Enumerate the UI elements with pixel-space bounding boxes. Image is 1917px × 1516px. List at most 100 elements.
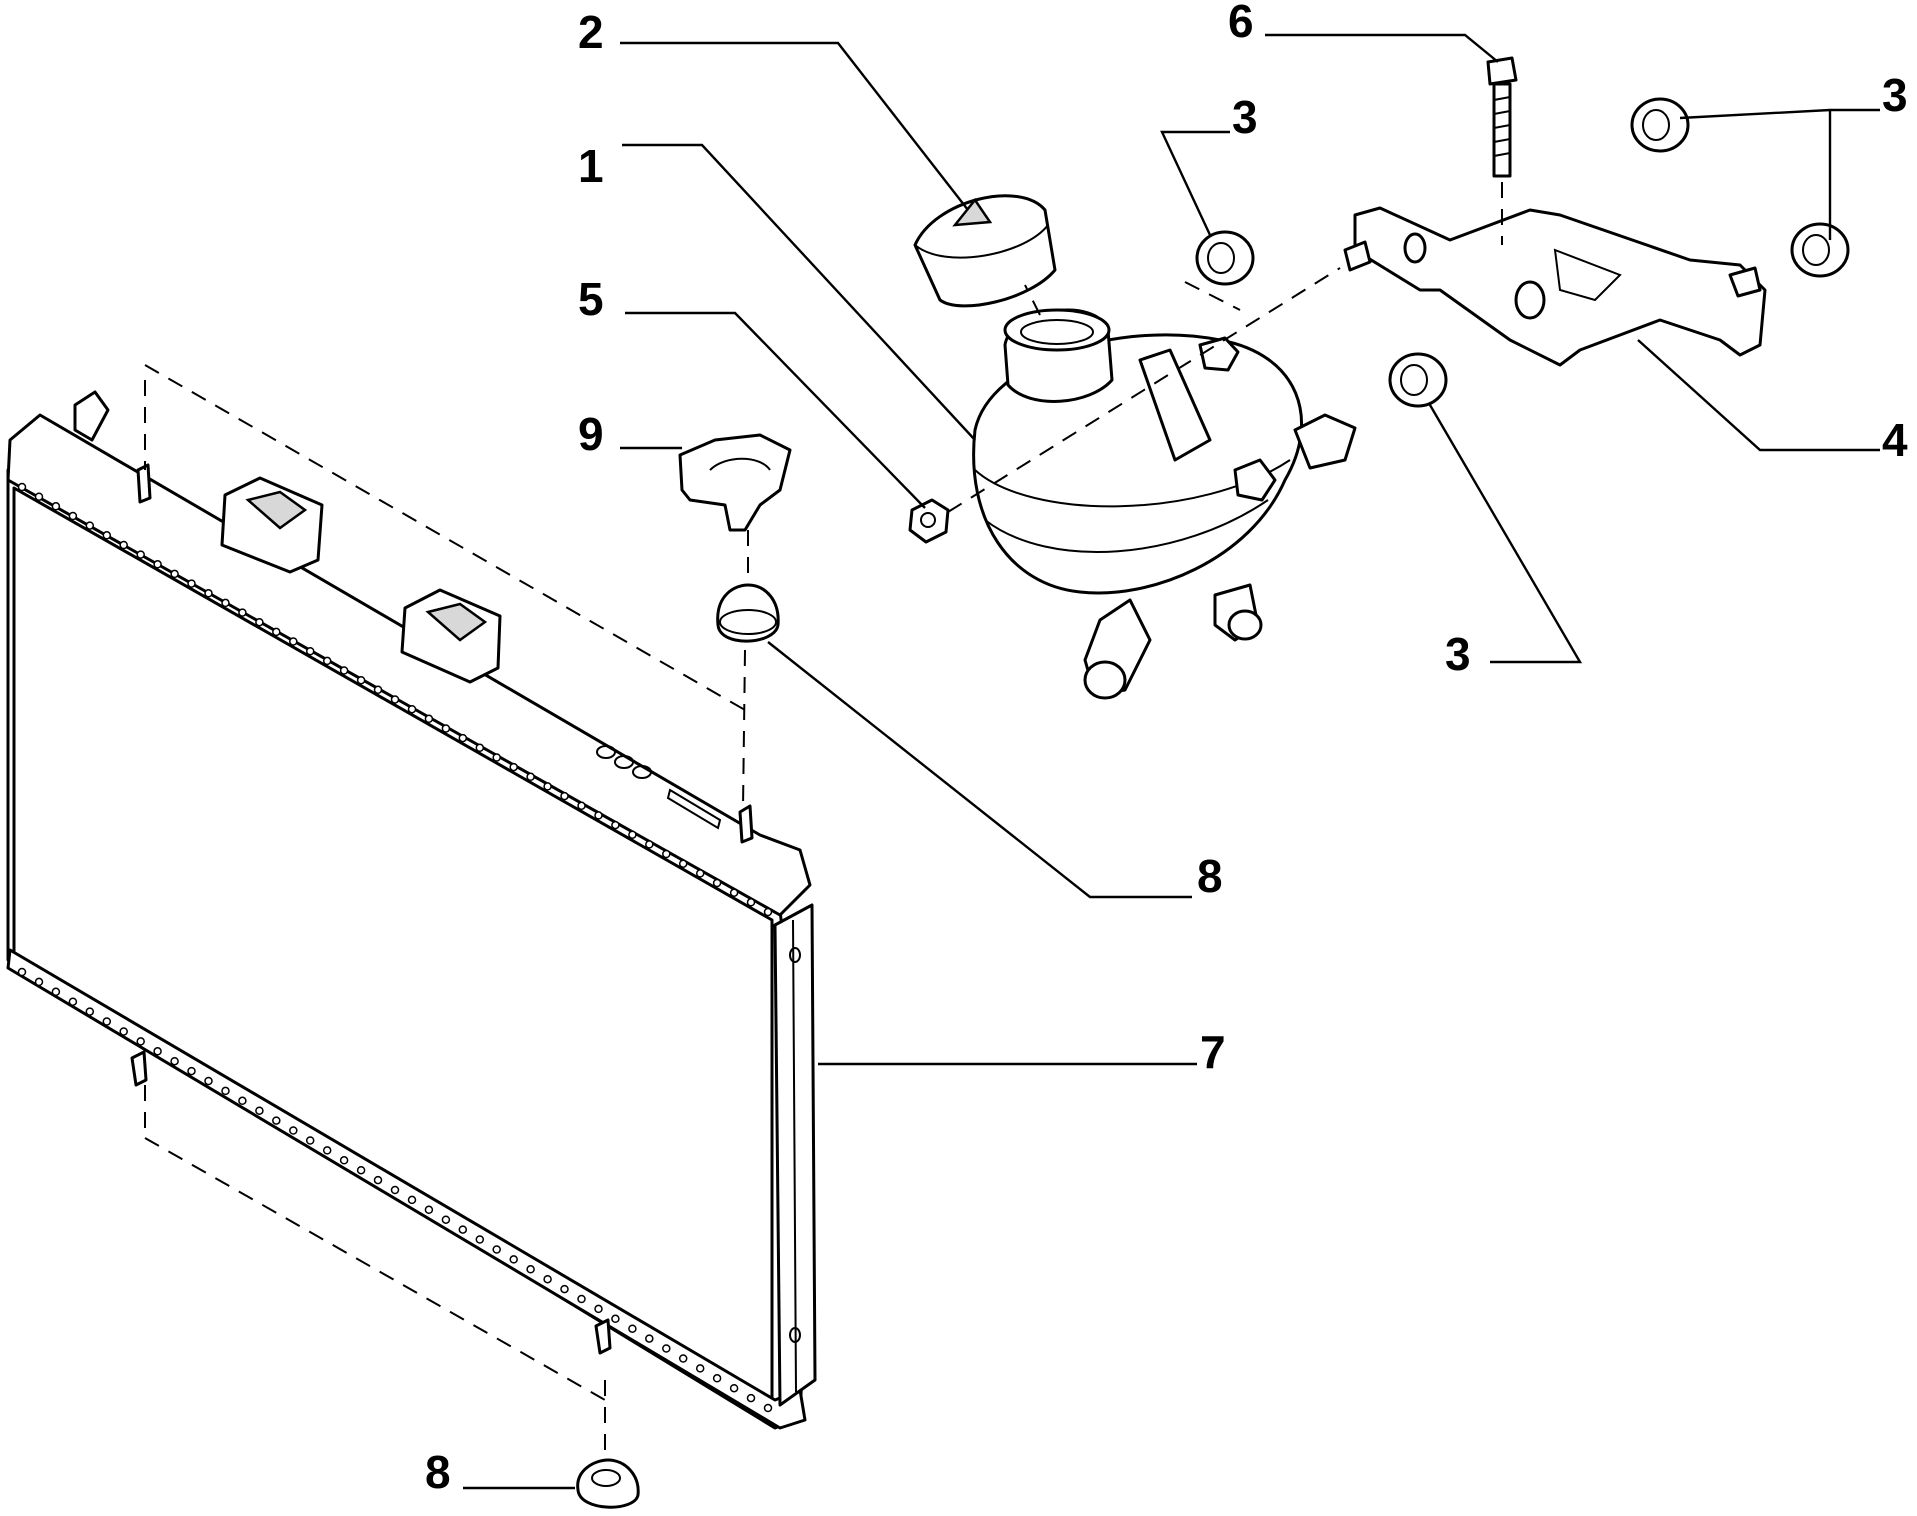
tank-rivet bbox=[356, 1165, 366, 1175]
tank-rivet bbox=[662, 849, 671, 859]
tank-rivet bbox=[85, 521, 95, 530]
clip bbox=[678, 433, 792, 532]
tank-rivet bbox=[458, 733, 468, 743]
leader-lines bbox=[463, 33, 1880, 1490]
tank-rivet bbox=[136, 550, 145, 559]
tank-rivet bbox=[594, 1304, 603, 1314]
tank-rivet bbox=[577, 1294, 586, 1304]
tank-rivet bbox=[221, 1086, 230, 1096]
tank-rivet bbox=[577, 801, 586, 811]
tank-rivet bbox=[645, 1334, 654, 1343]
tank-rivet bbox=[611, 820, 620, 830]
tank-rivet bbox=[509, 1255, 518, 1264]
tank-rivet bbox=[746, 1393, 756, 1403]
tank-rivet bbox=[51, 987, 61, 997]
grommet-top-right-b bbox=[1790, 222, 1850, 278]
tank-rivet bbox=[272, 627, 281, 637]
tank-rivet bbox=[628, 830, 637, 839]
tank-rivet bbox=[492, 1245, 501, 1254]
tank-rivet bbox=[729, 1383, 739, 1393]
tank-rivet bbox=[662, 1344, 671, 1353]
tank-rivet bbox=[763, 907, 773, 917]
tank-rivet bbox=[407, 1195, 417, 1205]
tank-rivet bbox=[373, 685, 383, 695]
tank-rivet bbox=[695, 869, 705, 878]
tank-rivet bbox=[729, 888, 739, 897]
tank-rivet bbox=[238, 608, 247, 617]
tank-rivet bbox=[34, 492, 44, 501]
tank-rivet bbox=[238, 1096, 247, 1106]
tank-rivet bbox=[85, 1007, 95, 1016]
tank-rivet bbox=[746, 898, 756, 907]
callout-8-lower: 8 bbox=[425, 1446, 451, 1498]
tank-rivet bbox=[102, 1017, 112, 1026]
tank-rivet bbox=[187, 579, 196, 588]
assembly-lines bbox=[144, 182, 1503, 1455]
callout-4: 4 bbox=[1882, 414, 1908, 466]
tank-rivet bbox=[305, 1136, 315, 1145]
tank-rivet bbox=[170, 1056, 179, 1066]
tank-rivet bbox=[136, 1037, 145, 1046]
tank-rivet bbox=[17, 967, 27, 977]
tank-rivet bbox=[322, 1146, 332, 1155]
tank-rivet bbox=[255, 617, 264, 627]
tank-rivet bbox=[441, 724, 451, 733]
filler-cap bbox=[913, 194, 1057, 308]
tank-rivet bbox=[695, 1364, 705, 1373]
rubber-mount-lower bbox=[576, 1458, 640, 1509]
tank-rivet bbox=[373, 1175, 383, 1185]
expansion-tank bbox=[972, 308, 1357, 700]
tank-rivet bbox=[356, 675, 366, 685]
tank-rivet bbox=[305, 646, 315, 656]
tank-rivet bbox=[34, 977, 44, 987]
callout-3-middle: 3 bbox=[1445, 628, 1471, 680]
callout-1: 1 bbox=[578, 140, 604, 192]
radiator bbox=[6, 390, 817, 1430]
callout-3-top-right: 3 bbox=[1882, 69, 1908, 121]
tank-rivet bbox=[68, 997, 78, 1006]
callout-2: 2 bbox=[578, 6, 604, 58]
callout-5: 5 bbox=[578, 273, 604, 325]
tank-rivet bbox=[712, 1374, 722, 1383]
tank-rivet bbox=[560, 1284, 569, 1294]
tank-rivet bbox=[119, 1027, 128, 1036]
tank-rivet bbox=[475, 743, 485, 753]
tank-rivet bbox=[475, 1235, 485, 1244]
tank-rivet bbox=[339, 666, 349, 675]
callout-6: 6 bbox=[1228, 0, 1254, 47]
tank-rivet bbox=[763, 1403, 773, 1413]
tank-rivet bbox=[170, 569, 179, 579]
tank-rivet bbox=[424, 1205, 434, 1215]
grommet-top-right-a bbox=[1630, 97, 1690, 153]
tank-rivet bbox=[526, 1265, 535, 1274]
tank-rivet bbox=[509, 762, 518, 772]
tank-rivet bbox=[153, 560, 162, 569]
tank-rivet bbox=[339, 1156, 349, 1165]
tank-rivet bbox=[187, 1066, 196, 1076]
tank-rivet bbox=[255, 1106, 264, 1115]
callout-7: 7 bbox=[1200, 1026, 1226, 1078]
callout-8-upper: 8 bbox=[1197, 850, 1223, 902]
tank-rivet bbox=[712, 878, 722, 888]
tank-rivet bbox=[204, 589, 213, 598]
tank-rivet bbox=[153, 1047, 162, 1056]
tank-rivet bbox=[526, 772, 535, 782]
bolt bbox=[1486, 56, 1518, 178]
grommet-middle-right bbox=[1388, 352, 1448, 408]
tank-rivet bbox=[560, 791, 569, 801]
tank-rivet bbox=[272, 1116, 281, 1125]
tank-rivet bbox=[594, 811, 603, 820]
tank-rivet bbox=[204, 1076, 213, 1086]
tank-rivet bbox=[611, 1314, 620, 1324]
tank-rivet bbox=[390, 695, 400, 704]
tank-rivet bbox=[322, 656, 332, 666]
callout-9: 9 bbox=[578, 408, 604, 460]
tank-rivet bbox=[628, 1324, 637, 1333]
tank-rivet bbox=[407, 704, 417, 714]
grommet-upper-left bbox=[1195, 230, 1255, 286]
tank-rivet bbox=[68, 511, 78, 521]
tank-rivet bbox=[441, 1215, 451, 1224]
tank-rivet bbox=[645, 840, 654, 849]
